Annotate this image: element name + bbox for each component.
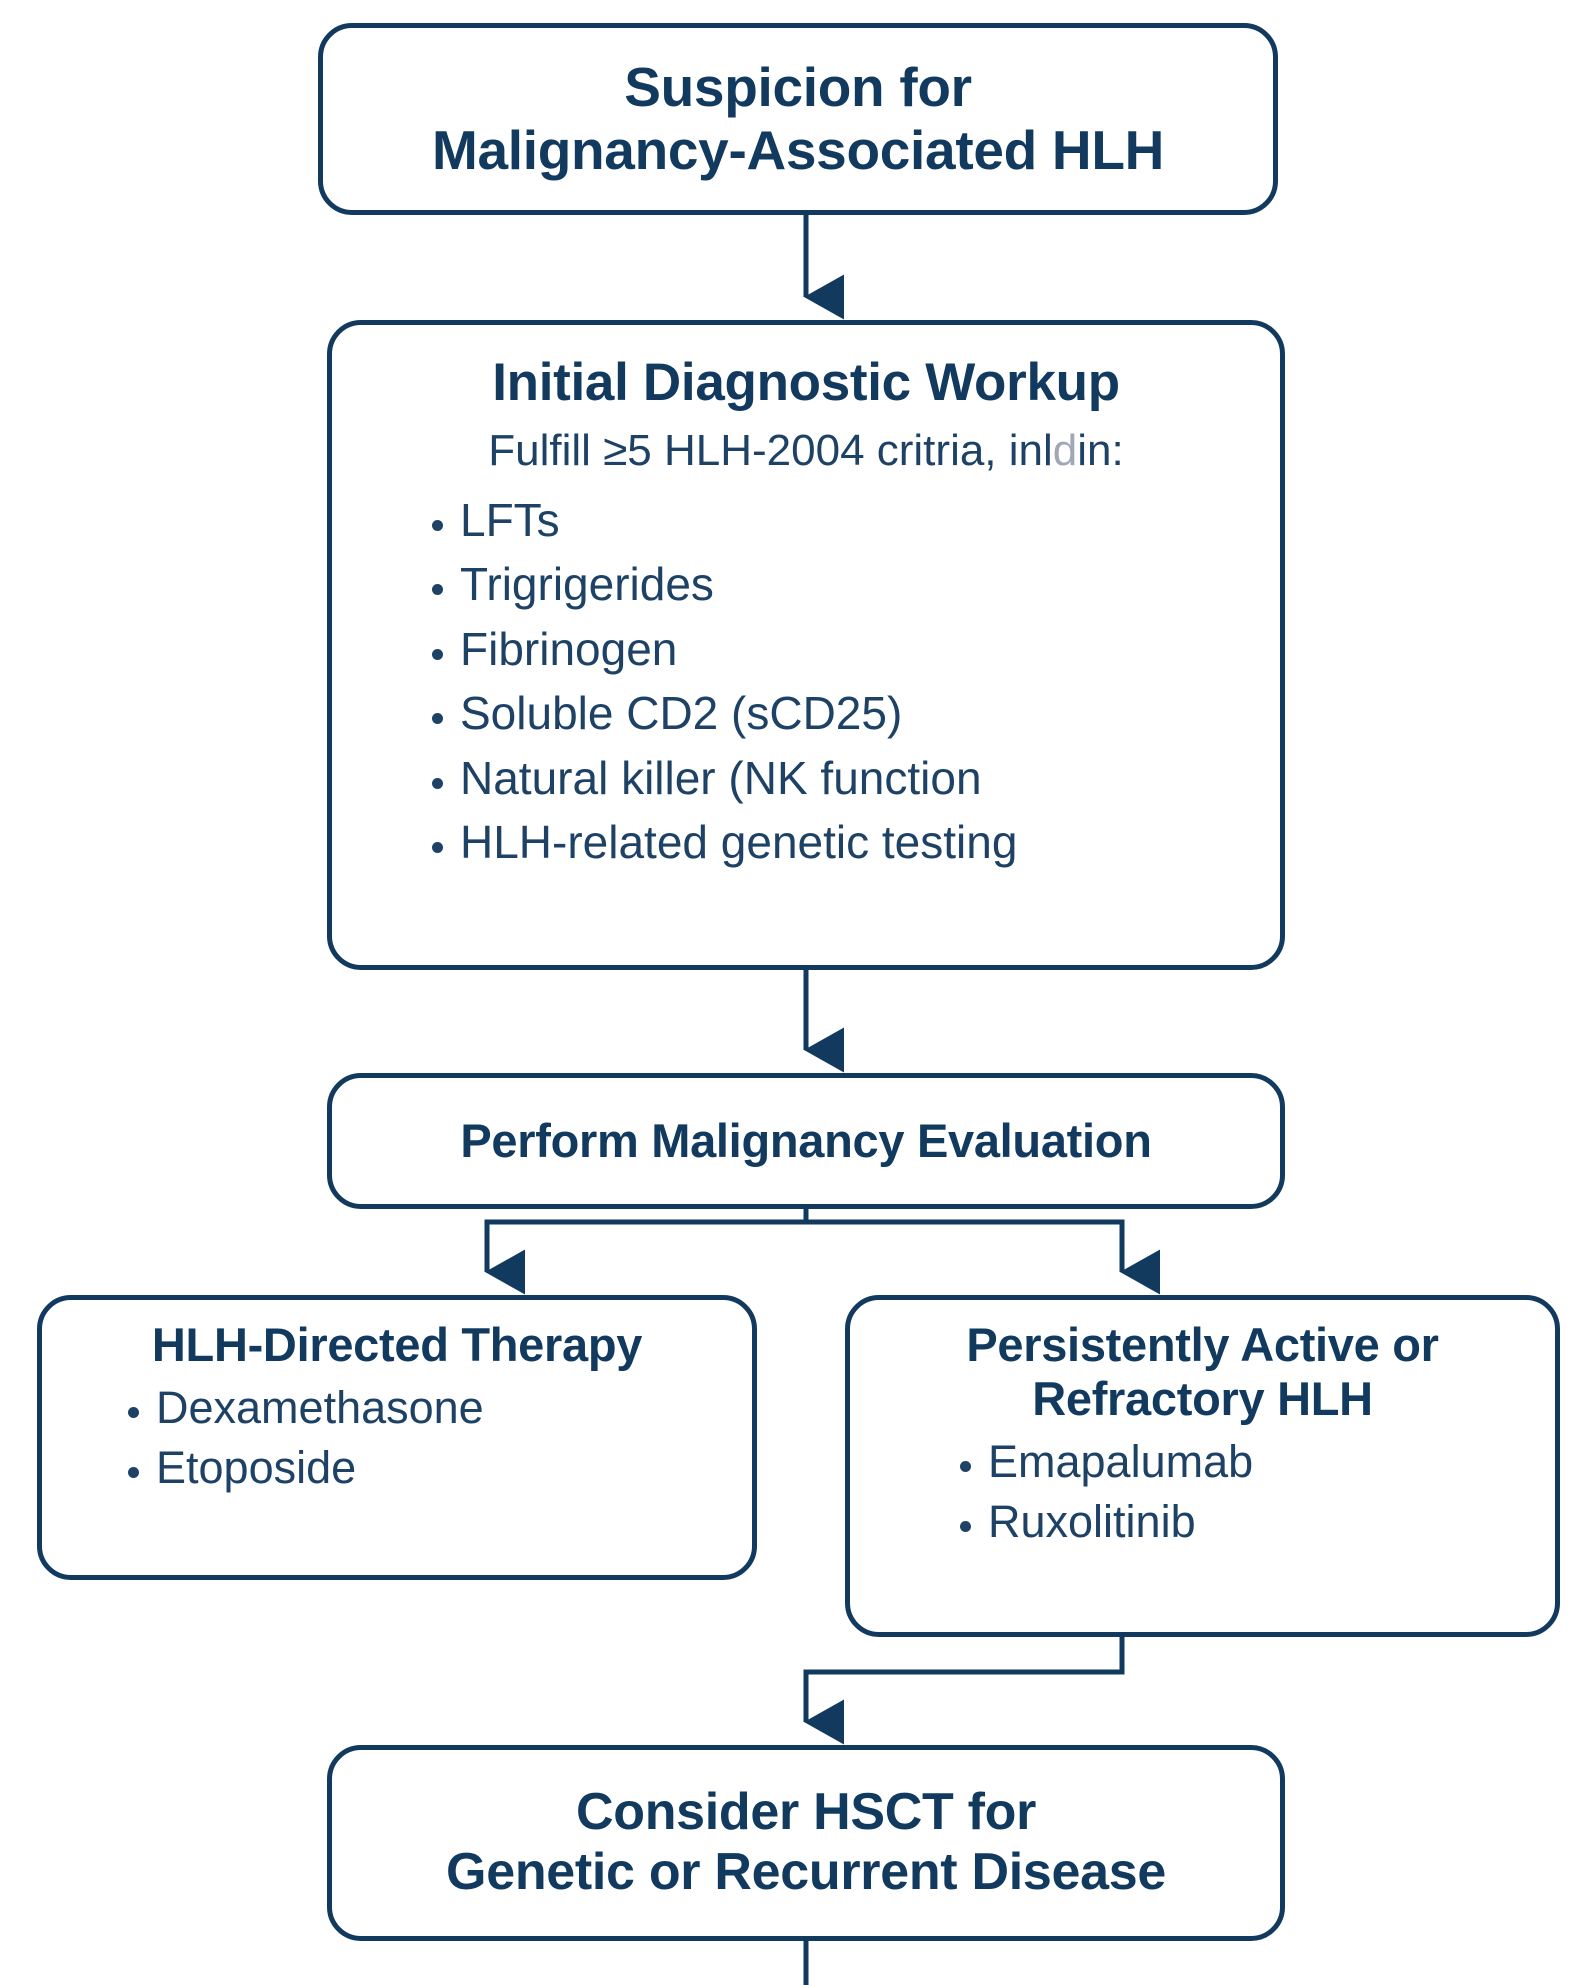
node-refractory-title: Persistently Active or Refractory HLH: [850, 1318, 1555, 1426]
bullet-dot-icon: [432, 777, 443, 789]
connector-refractory-to-hsct: [803, 1637, 1125, 1745]
list-item-label: Ruxolitinib: [988, 1495, 1196, 1547]
bullet-dot-icon: [432, 841, 443, 853]
list-item: Dexamethasone: [128, 1378, 752, 1438]
node-workup-bullet-list: LFTs Trigrigerides Fibrinogen Soluble CD…: [332, 488, 1280, 874]
node-suspicion-title: Suspicion for Malignancy-Associated HLH: [323, 56, 1273, 183]
list-item-label: Fibrinogen: [460, 622, 678, 675]
bullet-dot-icon: [960, 1461, 971, 1473]
list-item: LFTs: [432, 488, 1280, 552]
list-item: Trigrigerides: [432, 552, 1280, 616]
node-evaluation-title: Perform Malignancy Evaluation: [460, 1113, 1152, 1167]
list-item-label: Etoposide: [156, 1441, 357, 1493]
node-refractory-title-line-2: Refractory HLH: [1032, 1372, 1373, 1426]
node-workup-title: Initial Diagnostic Workup: [492, 353, 1120, 412]
list-item: Ruxolitinib: [960, 1492, 1555, 1552]
list-item: Natural killer (NK function: [432, 746, 1280, 810]
bullet-dot-icon: [432, 584, 443, 596]
list-item: Emapalumab: [960, 1432, 1555, 1492]
node-suspicion-for-malignancy-associated-hlh[interactable]: Suspicion for Malignancy-Associated HLH: [318, 23, 1278, 215]
node-consider-hsct[interactable]: Consider HSCT for Genetic or Recurrent D…: [327, 1745, 1285, 1941]
node-persistently-active-or-refractory-hlh[interactable]: Persistently Active or Refractory HLH Em…: [845, 1295, 1560, 1637]
bullet-dot-icon: [960, 1520, 971, 1532]
list-item-label: HLH-related genetic testing: [460, 815, 1018, 868]
node-workup-subtitle-prefix: Fulfill ≥5 HLH-2004 critria, inl: [488, 425, 1053, 475]
node-initial-diagnostic-workup[interactable]: Initial Diagnostic Workup Fulfill ≥5 HLH…: [327, 320, 1285, 970]
node-refractory-title-line-1: Persistently Active or: [966, 1318, 1439, 1371]
bullet-dot-icon: [432, 519, 443, 531]
node-therapy-bullet-list: Dexamethasone Etoposide: [42, 1378, 752, 1498]
list-item-label: LFTs: [460, 493, 560, 546]
node-workup-subtitle-suffix: in:: [1077, 425, 1124, 475]
list-item: Etoposide: [128, 1438, 752, 1498]
node-hsct-title-line-1: Consider HSCT for: [575, 1783, 1037, 1842]
list-item-label: Soluble CD2 (sCD25): [460, 687, 903, 740]
node-refractory-bullet-list: Emapalumab Ruxolitinib: [850, 1432, 1555, 1552]
list-item: Soluble CD2 (sCD25): [432, 681, 1280, 745]
bullet-dot-icon: [128, 1407, 139, 1419]
node-workup-subtitle-faint-char: d: [1052, 425, 1078, 475]
list-item-label: Trigrigerides: [460, 558, 714, 611]
bullet-dot-icon: [432, 713, 443, 725]
node-hlh-directed-therapy[interactable]: HLH-Directed Therapy Dexamethasone Etopo…: [37, 1295, 757, 1580]
list-item-label: Emapalumab: [988, 1436, 1254, 1488]
connector-evaluation-to-therapy: [484, 1209, 809, 1295]
node-hsct-title-line-2: Genetic or Recurrent Disease: [446, 1843, 1166, 1901]
bullet-dot-icon: [128, 1466, 139, 1478]
bullet-dot-icon: [432, 648, 443, 660]
list-item: Fibrinogen: [432, 617, 1280, 681]
connector-evaluation-to-refractory: [803, 1209, 1160, 1295]
node-therapy-title: HLH-Directed Therapy: [151, 1318, 643, 1371]
node-workup-subtitle: Fulfill ≥5 HLH-2004 critria, inldin:: [332, 426, 1280, 476]
node-suspicion-title-line-1: Suspicion for: [624, 55, 972, 118]
node-suspicion-title-line-2: Malignancy-Associated HLH: [431, 119, 1165, 181]
node-perform-malignancy-evaluation[interactable]: Perform Malignancy Evaluation: [327, 1073, 1285, 1209]
node-hsct-title: Consider HSCT for Genetic or Recurrent D…: [332, 1783, 1280, 1903]
list-item-label: Natural killer (NK function: [460, 751, 982, 804]
list-item: HLH-related genetic testing: [432, 810, 1280, 874]
list-item-label: Dexamethasone: [156, 1382, 484, 1434]
